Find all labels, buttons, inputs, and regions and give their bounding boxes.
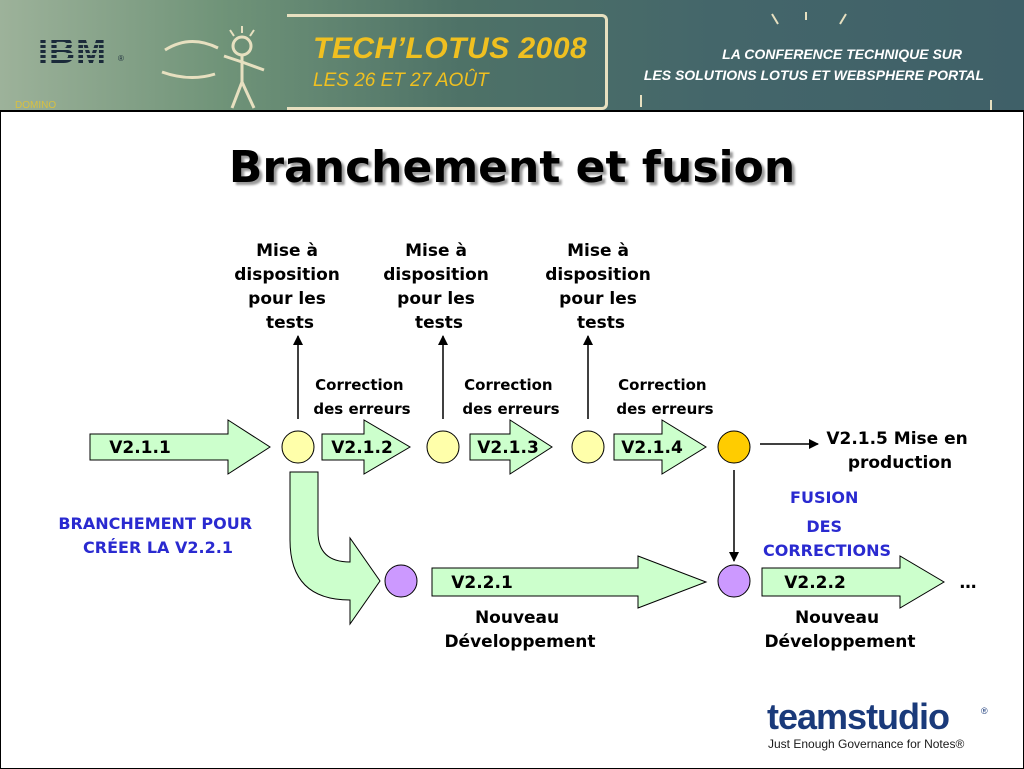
domino-corner-text: DOMINO (15, 100, 57, 111)
event-frame (287, 14, 608, 110)
release-node (717, 430, 751, 464)
version-arrow (469, 419, 553, 475)
ellipsis: … (960, 573, 977, 593)
version-arrow (321, 419, 411, 475)
branch-label: BRANCHEMENT POUR CRÉER LA V2.2.1 (58, 514, 257, 557)
correction-label: Correction des erreurs (616, 376, 713, 418)
teamstudio-tagline: Just Enough Governance for Notes® (768, 737, 965, 751)
test-label: Mise à disposition pour les tests (234, 241, 346, 333)
version-label: V2.1.2 (331, 438, 393, 458)
dev-label: Nouveau Développement (764, 608, 915, 652)
event-title: TECH’LOTUS 2008 (313, 32, 588, 65)
decor-mark (640, 95, 642, 107)
merge-label: FUSION DES CORRECTIONS (763, 488, 891, 560)
branch-arrow (289, 471, 381, 626)
dev-label: Nouveau Développement (444, 608, 595, 652)
teamstudio-logo: teamstudio (767, 696, 950, 737)
version-arrow (613, 419, 707, 475)
slide-title: Branchement et fusion (228, 142, 796, 193)
event-dates: LES 26 ET 27 AOÛT (313, 70, 489, 91)
version-arrow (761, 555, 945, 609)
version-label: V2.1.4 (621, 438, 683, 458)
decor-mark (990, 100, 992, 110)
conference-line-2: LES SOLUTIONS LOTUS ET WEBSPHERE PORTAL (643, 67, 984, 83)
version-node (426, 430, 460, 464)
version-node (571, 430, 605, 464)
correction-label: Correction des erreurs (462, 376, 559, 418)
version-label: V2.2.1 (451, 573, 513, 593)
branch-node (384, 564, 418, 598)
sun-rays-icon (771, 12, 847, 25)
version-label: V2.1.3 (477, 438, 539, 458)
ibm-registered-mark: ® (118, 54, 124, 63)
version-arrow (89, 419, 271, 475)
test-label: Mise à disposition pour les tests (545, 241, 657, 333)
correction-label: Correction des erreurs (313, 376, 410, 418)
version-label: V2.2.2 (784, 573, 846, 593)
conference-line-1: LA CONFERENCE TECHNIQUE SUR (722, 46, 962, 62)
merge-node (717, 564, 751, 598)
production-label: V2.1.5 Mise en production (826, 429, 973, 473)
stick-figure-icon (161, 26, 265, 109)
teamstudio-registered-mark: ® (981, 706, 988, 716)
version-label: V2.1.1 (109, 438, 171, 458)
ibm-logo: IBM (38, 30, 107, 71)
test-label: Mise à disposition pour les tests (383, 241, 495, 333)
version-node (281, 430, 315, 464)
version-arrow (431, 555, 708, 609)
header-banner: IBM ® TECH’LOTUS 2008 LES 26 ET 27 AOÛT … (0, 0, 1024, 110)
